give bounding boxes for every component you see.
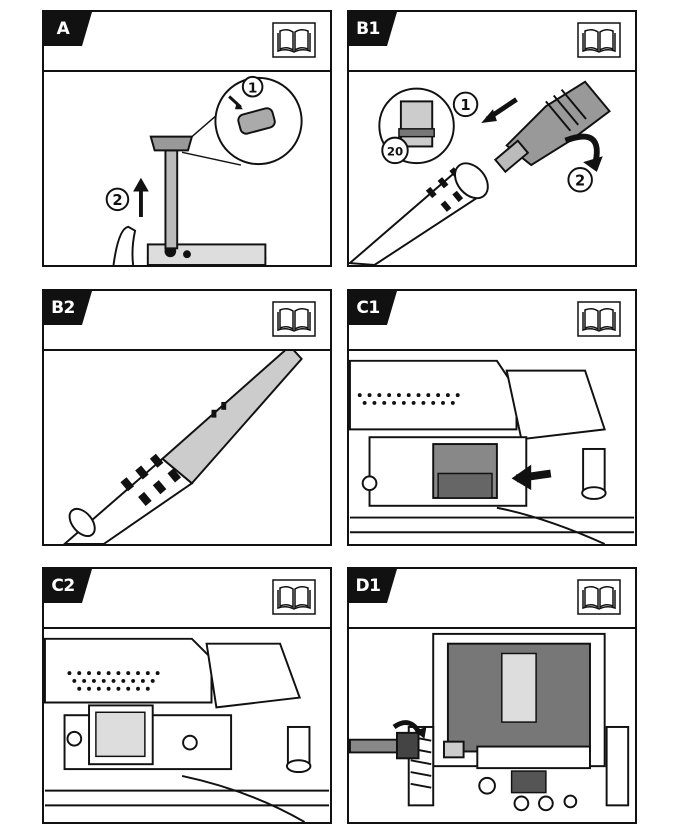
panel-header: B1 [349,12,635,72]
open-book-icon [272,301,316,337]
callout-1: 1 [460,97,470,114]
panel-header: B2 [44,291,330,351]
callout-2: 2 [112,192,122,209]
panel-d1: D1 [347,567,637,824]
illustration [349,351,635,544]
panel-c1: C1 [347,289,637,546]
panel-label: D1 [349,569,397,603]
panel-label: B1 [349,12,397,46]
illustration [349,629,635,822]
callout-2: 2 [575,173,585,190]
panel-header: D1 [349,569,635,629]
panel-label: C1 [349,291,397,325]
panel-a: A 2 [42,10,332,267]
open-book-icon [577,579,621,615]
panel-label: C2 [44,569,92,603]
panel-c2: C2 [42,567,332,824]
panel-b1: B1 [347,10,637,267]
panel-label: B2 [44,291,92,325]
panel-label: A [44,12,92,46]
open-book-icon [272,579,316,615]
callout-1: 1 [248,81,258,97]
panel-header: A [44,12,330,72]
illustration [44,351,330,544]
illustration: 2 1 [44,72,330,265]
illustration: 1 2 20 [349,72,635,265]
open-book-icon [577,301,621,337]
open-book-icon [577,22,621,58]
panel-header: C2 [44,569,330,629]
panel-b2: B2 [42,289,332,546]
open-book-icon [272,22,316,58]
illustration [44,629,330,822]
panel-header: C1 [349,291,635,351]
callout-20: 20 [387,144,403,158]
